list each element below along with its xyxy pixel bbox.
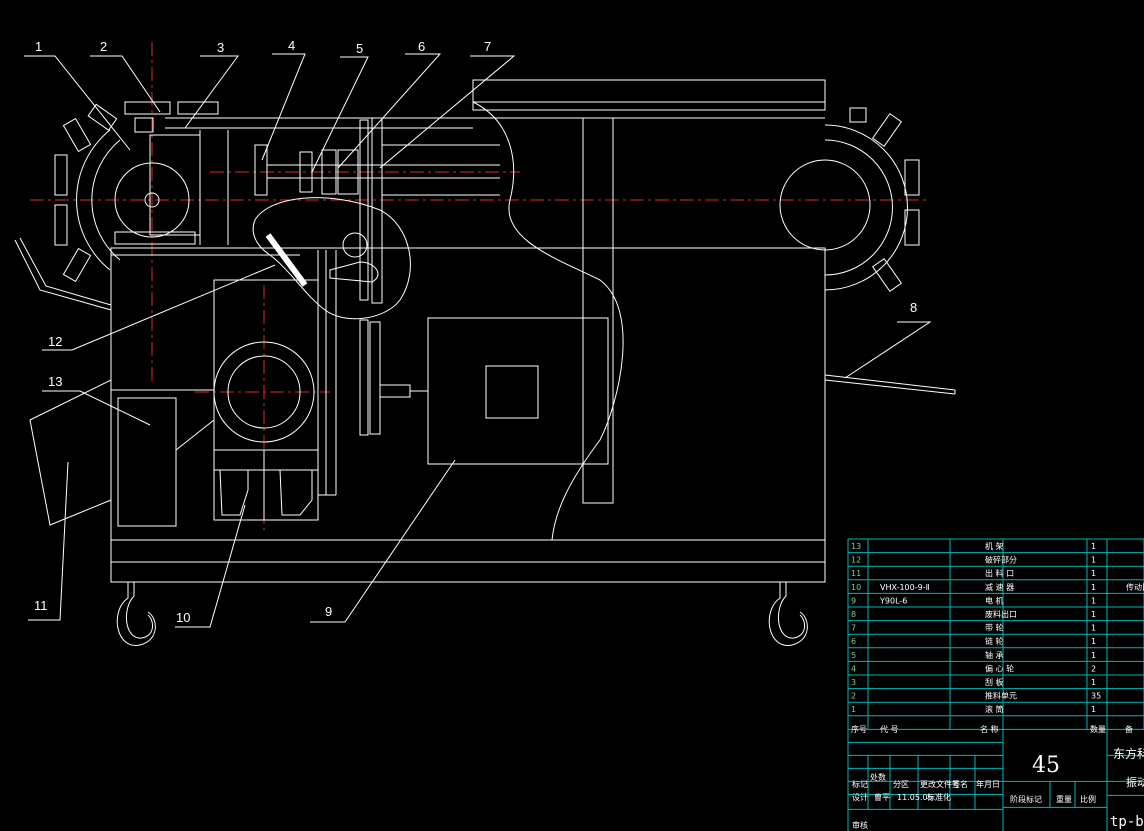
parts-row-name: 电 机 [985, 595, 1004, 605]
tb-label-date: 年月日 [976, 779, 1000, 789]
callout-5: 5 [356, 41, 363, 56]
material-value: 45 [1032, 753, 1060, 778]
parts-row-qty: 1 [1091, 542, 1096, 551]
tb-weight-label: 重量 [1056, 794, 1072, 804]
header-name: 名 称 [980, 724, 999, 734]
parts-row-name: 机 架 [985, 541, 1004, 551]
parts-row-name: 废料出口 [985, 609, 1017, 619]
header-qty: 数量 [1090, 724, 1106, 734]
header-no: 序号 [851, 724, 867, 734]
tb-design-date: 11.05.05 [897, 793, 933, 802]
leader-lines [24, 53, 932, 628]
parts-row-name: 偏 心 轮 [985, 663, 1014, 673]
header-note: 备 [1125, 724, 1133, 734]
crushing-cam [252, 197, 411, 320]
tb-designer: 曹平 [874, 792, 890, 802]
parts-row-code: Y90L-6 [879, 596, 907, 605]
centerlines [30, 42, 930, 530]
parts-row-qty: 1 [1091, 610, 1096, 619]
callout-10: 10 [176, 610, 190, 625]
parts-row-no: 7 [851, 624, 856, 633]
reducer [213, 279, 319, 521]
tb-standard-label: 标准化 [927, 792, 951, 802]
parts-row-name: 减 速 器 [985, 582, 1014, 592]
drawing-name: 振动 [1126, 775, 1144, 789]
callout-8: 8 [910, 300, 917, 315]
tb-design-label: 设计 [852, 792, 868, 802]
callout-11: 11 [34, 598, 48, 613]
callout-7: 7 [484, 39, 491, 54]
callout-12: 12 [48, 334, 62, 349]
callout-labels: 1 2 3 4 5 6 7 8 9 10 11 12 13 [34, 38, 917, 625]
parts-row-no: 1 [851, 705, 856, 714]
parts-row-qty: 1 [1091, 556, 1096, 565]
parts-row-no: 12 [851, 556, 861, 565]
parts-row-qty: 1 [1091, 624, 1096, 633]
tb-review-label: 审核 [852, 820, 868, 830]
parts-row-name: 滚 筒 [985, 704, 1004, 714]
parts-row-qty: 1 [1091, 637, 1096, 646]
callout-9: 9 [325, 604, 332, 619]
parts-row-qty: 1 [1091, 583, 1096, 592]
parts-row-no: 8 [851, 610, 856, 619]
parts-row-name: 推料单元 [985, 691, 1017, 701]
parts-row-no: 13 [851, 542, 861, 551]
parts-row-qty: 2 [1091, 664, 1096, 673]
parts-row-name: 刮 板 [985, 677, 1004, 687]
parts-row-no: 10 [851, 583, 861, 592]
tb-scale-label: 比例 [1080, 794, 1096, 804]
parts-row-no: 4 [851, 664, 856, 673]
parts-row-name: 带 轮 [985, 623, 1004, 633]
parts-row-qty: 1 [1091, 705, 1096, 714]
callout-4: 4 [288, 38, 295, 53]
callout-1: 1 [35, 39, 42, 54]
parts-row-qty: 35 [1091, 692, 1101, 701]
left-drum-assembly [54, 101, 229, 283]
parts-row-name: 出 料 口 [985, 568, 1014, 578]
drive-shaft-assembly [254, 117, 500, 496]
callout-13: 13 [48, 374, 62, 389]
tb-label-change-doc: 更改文件号 [920, 779, 960, 789]
parts-row-qty: 1 [1091, 569, 1096, 578]
parts-row-no: 11 [851, 569, 861, 578]
right-drum-assembly [779, 107, 920, 292]
parts-row-qty: 1 [1091, 678, 1096, 687]
parts-row-qty: 1 [1091, 651, 1096, 660]
parts-row-qty: 1 [1091, 596, 1096, 605]
company-name: 东方科 [1113, 746, 1144, 761]
tb-label-sign: 签名 [952, 779, 968, 789]
tb-label-mark: 标记 [852, 779, 868, 789]
machine-frame [14, 79, 956, 646]
parts-row-no: 3 [851, 678, 856, 687]
tb-label-count: 处数 [870, 772, 886, 782]
callout-2: 2 [100, 39, 107, 54]
parts-row-code: VHX-100-9-Ⅱ [880, 583, 930, 592]
header-code: 代 号 [880, 724, 899, 734]
parts-row-no: 9 [851, 596, 856, 605]
callout-6: 6 [418, 39, 425, 54]
drawing-number: tp-bv [1110, 814, 1144, 830]
tb-stage-label: 阶段标记 [1010, 794, 1042, 804]
parts-row-name: 破碎部分 [985, 555, 1017, 565]
parts-row-no: 6 [851, 637, 856, 646]
parts-row-no: 5 [851, 651, 856, 660]
parts-row-no: 2 [851, 692, 856, 701]
parts-row-name: 链 轮 [985, 636, 1004, 646]
parts-row-note: 传动比 [1126, 582, 1144, 592]
callout-3: 3 [217, 40, 224, 55]
parts-row-name: 轴 承 [985, 650, 1004, 660]
motor [410, 317, 609, 465]
tb-label-zone: 分区 [893, 780, 909, 789]
